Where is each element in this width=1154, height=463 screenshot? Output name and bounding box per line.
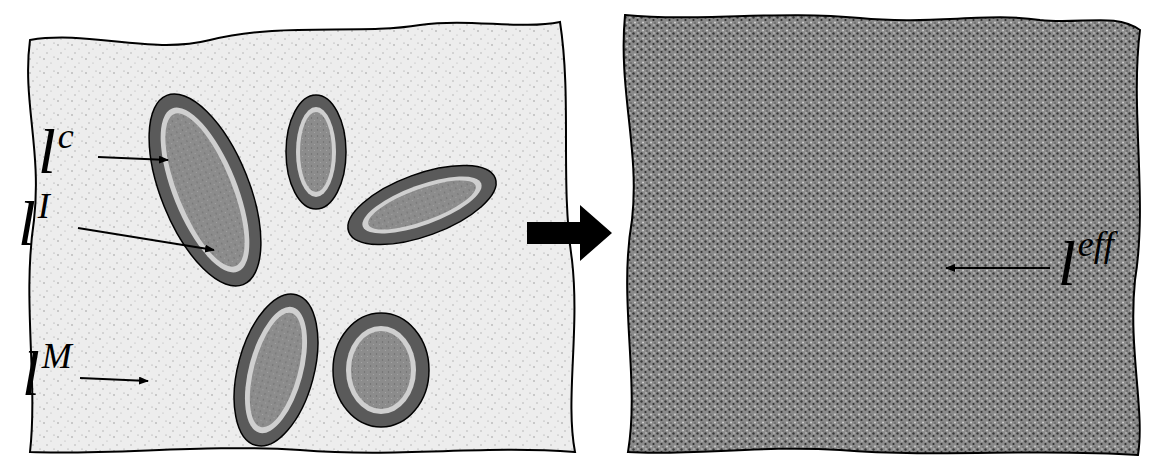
leader-arrow (946, 267, 1050, 269)
label-symbol: l (22, 342, 40, 406)
leader-arrow (78, 228, 214, 250)
label-symbol: l (1058, 232, 1076, 296)
label-superscript: c (58, 118, 74, 154)
label-symbol: l (38, 120, 56, 184)
homogenization-arrow (527, 205, 612, 261)
leader-arrow (80, 378, 148, 381)
label-superscript: eff (1078, 226, 1114, 262)
effective-region (624, 15, 1140, 455)
inclusions (126, 79, 506, 455)
label-superscript: M (42, 338, 72, 374)
leader-arrow (98, 157, 168, 160)
label-superscript: I (38, 188, 50, 224)
label-symbol: l (18, 192, 36, 256)
